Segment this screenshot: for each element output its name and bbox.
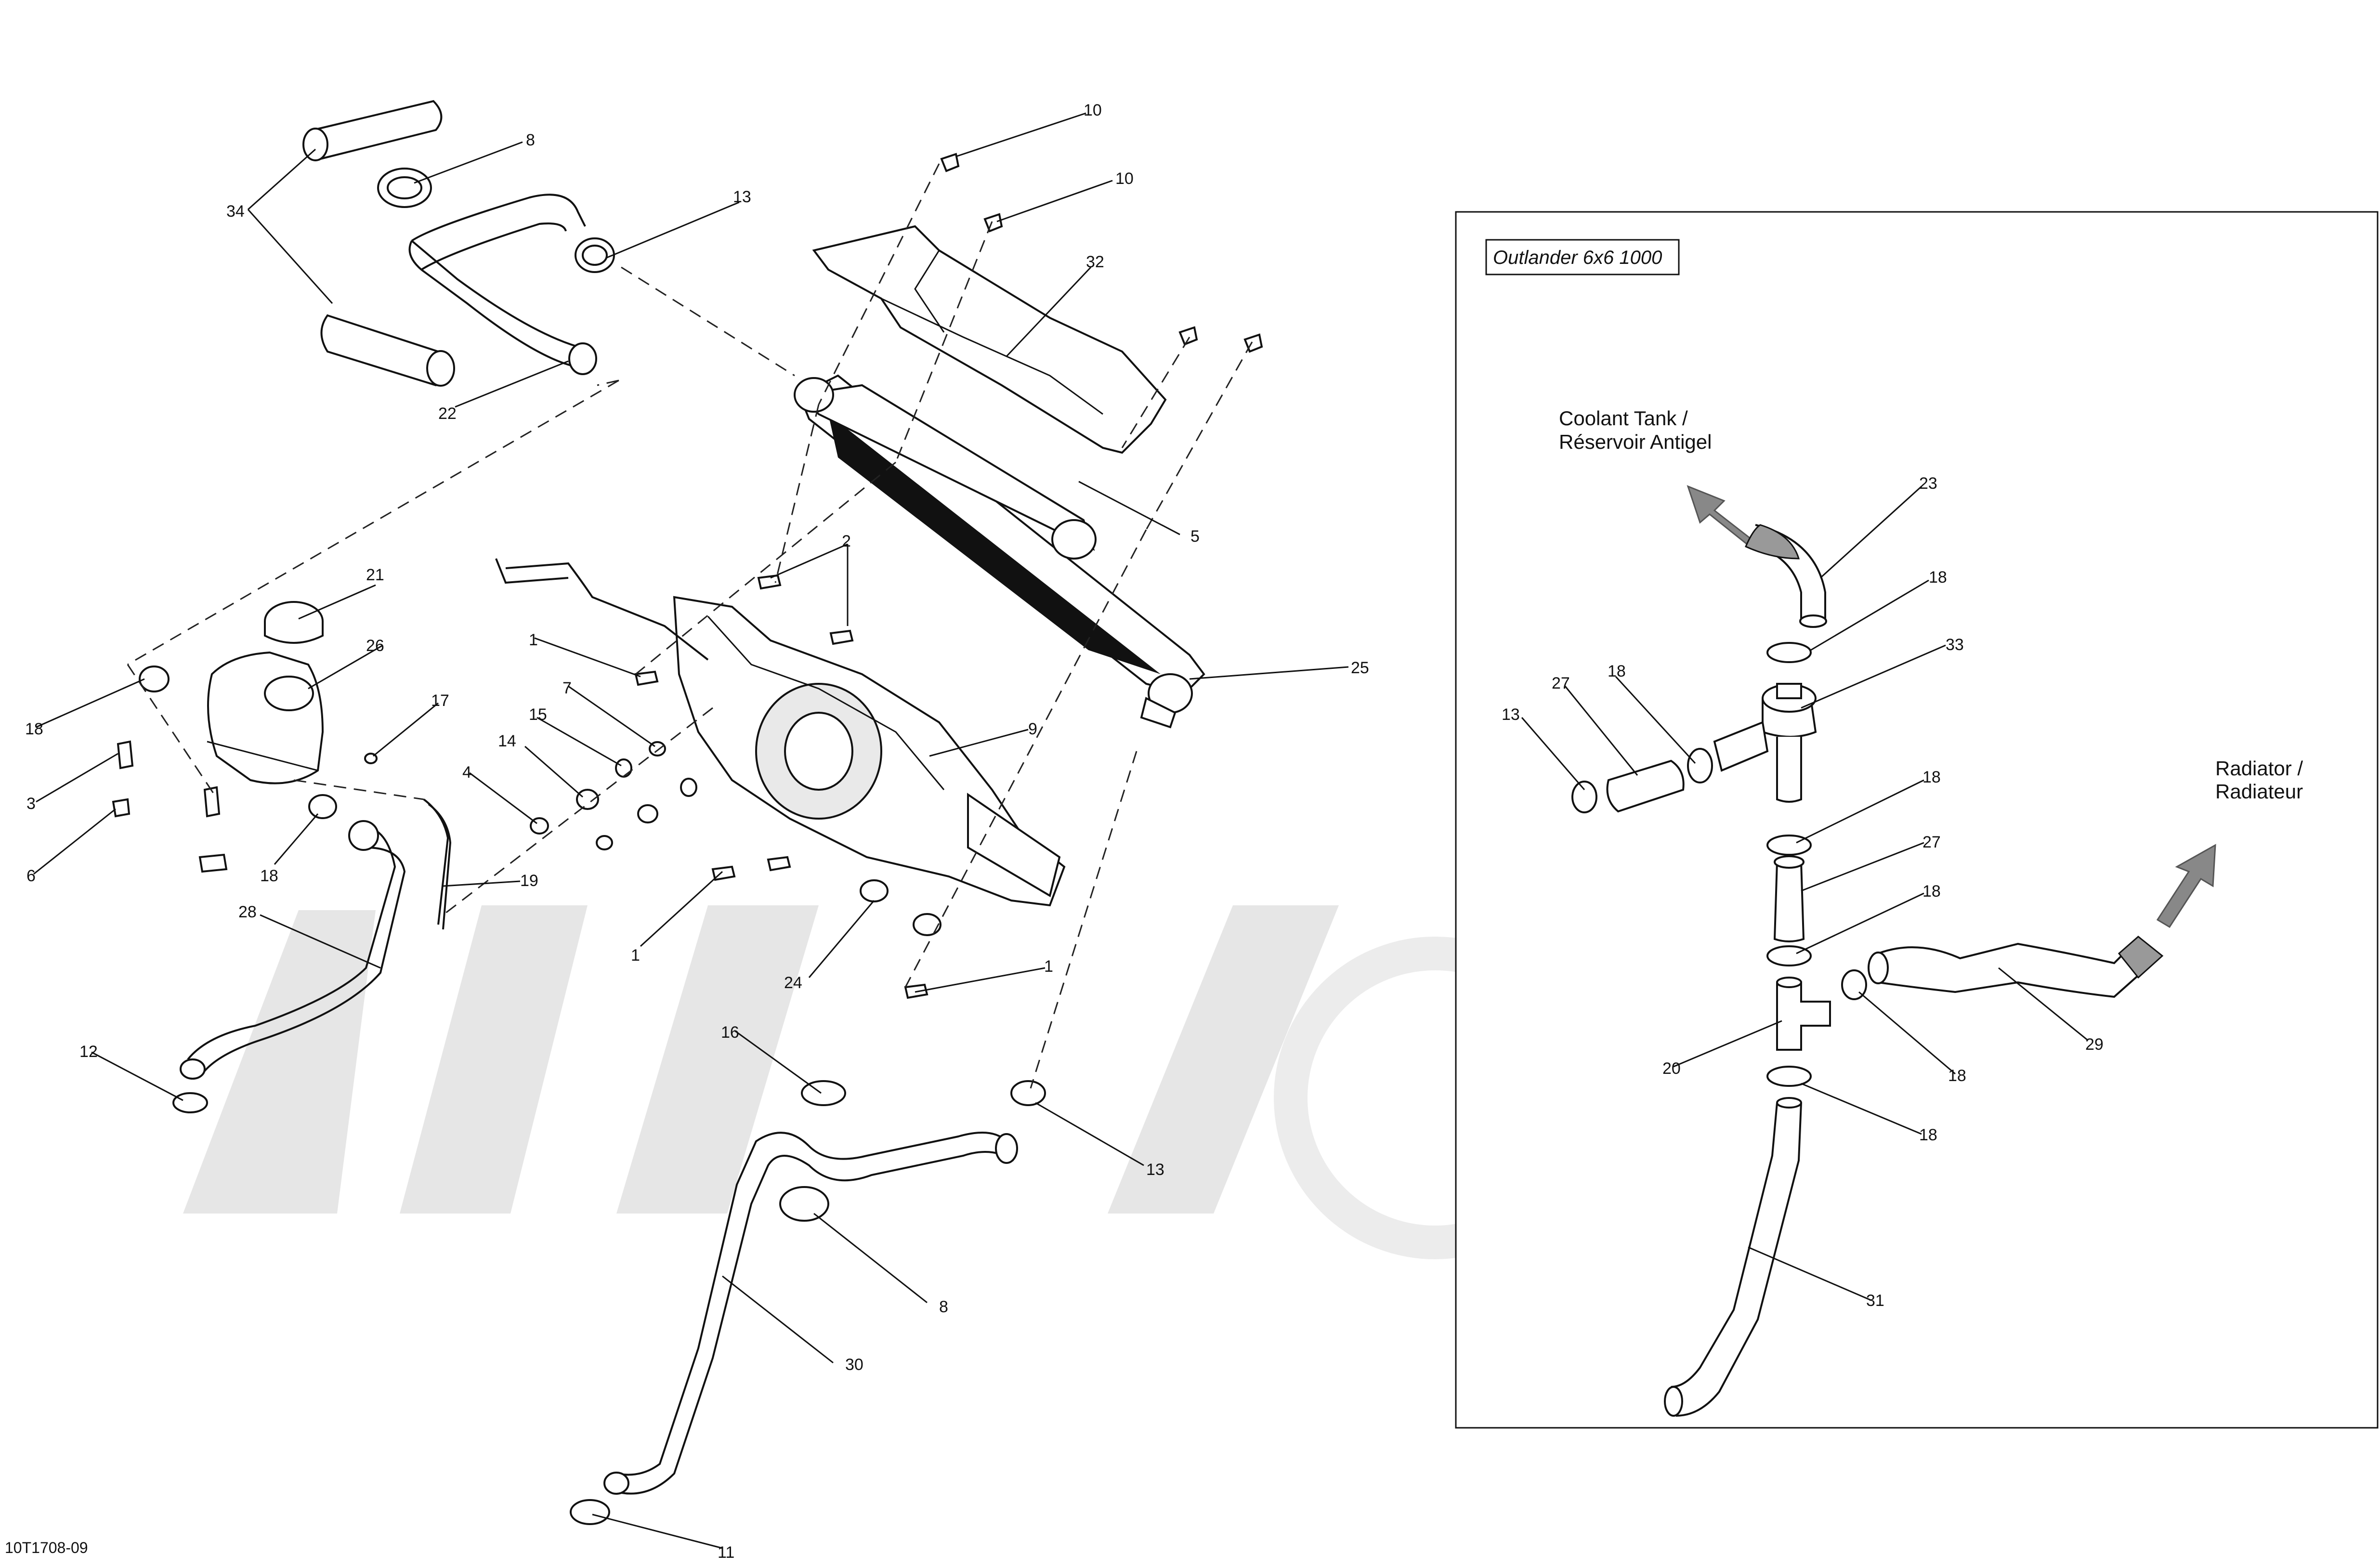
clamp-8-upper [377, 168, 432, 208]
callout-6: 6 [26, 867, 36, 885]
hose-28 [180, 820, 406, 1080]
callout-19: 19 [520, 872, 538, 890]
callout-18-inset-c: 18 [1922, 768, 1941, 786]
clip-6 [112, 798, 131, 818]
callout-8-lower: 8 [939, 1298, 948, 1316]
watermark [183, 905, 2328, 1259]
callout-29: 29 [2085, 1035, 2104, 1054]
arrow-to-coolant-tank [1687, 485, 1759, 550]
coolant-tank-note-line2: Réservoir Antigel [1559, 431, 1712, 453]
callout-18-tank: 18 [25, 720, 43, 738]
callout-4: 4 [462, 763, 471, 782]
callout-10-a: 10 [1084, 101, 1102, 119]
hose-19 [423, 798, 452, 930]
reference-code: 10T1708-09 [5, 1539, 88, 1556]
callout-27-left: 27 [1552, 674, 1570, 692]
callout-3: 3 [26, 795, 36, 813]
screw-1-a [634, 670, 659, 686]
radiator-25 [794, 374, 1205, 729]
callout-22: 22 [438, 405, 457, 423]
screw-1-b [711, 865, 736, 881]
callout-12: 12 [79, 1043, 98, 1061]
callout-5: 5 [1190, 527, 1200, 546]
nut-b [596, 835, 613, 850]
callout-2: 2 [842, 532, 851, 550]
callout-1-c: 1 [1044, 957, 1053, 976]
callout-31: 31 [1866, 1292, 1884, 1310]
callout-28: 28 [238, 903, 257, 921]
callout-20: 20 [1662, 1059, 1681, 1078]
clamp-18-b [308, 794, 337, 819]
clip-tank-b [198, 853, 228, 873]
clamp-13-lower [1010, 1080, 1046, 1106]
assembly-lines [127, 163, 1253, 1089]
callout-18-inset-a: 18 [1929, 568, 1947, 587]
clamp-18-tank [139, 666, 170, 692]
callout-24: 24 [784, 974, 802, 992]
spacer-15 [615, 758, 632, 778]
callout-10-b: 10 [1115, 170, 1134, 188]
bolt-10-a [940, 153, 960, 172]
callout-18-b: 18 [260, 867, 278, 885]
callout-9: 9 [1028, 720, 1037, 738]
damper-24 [860, 879, 889, 902]
radiator-note-line1: Radiator / [2215, 757, 2303, 780]
callout-7: 7 [562, 679, 572, 697]
callout-27-vertical: 27 [1922, 833, 1941, 851]
callout-numbers: 34 8 13 22 10 10 32 5 2 1 7 15 14 4 21 2… [25, 101, 1369, 1562]
coolant-tank-26 [207, 651, 324, 784]
clamp-11 [570, 1499, 610, 1525]
callout-25: 25 [1351, 659, 1369, 677]
callout-18-inset-d: 18 [1922, 882, 1941, 900]
callout-30: 30 [845, 1356, 863, 1374]
fan-shroud-9 [673, 596, 1066, 907]
callout-13-inset: 13 [1502, 705, 1520, 724]
bolt-10-b [983, 213, 1003, 233]
screw-2-a [757, 574, 782, 590]
clamp-8-lower [779, 1186, 829, 1222]
callout-1-b: 1 [631, 946, 640, 965]
hose-22 [408, 194, 597, 375]
grommet-b [637, 804, 658, 823]
callout-33: 33 [1946, 636, 1964, 654]
callout-32: 32 [1086, 253, 1104, 271]
clamp-12 [172, 1092, 208, 1113]
bolt-3 [117, 740, 134, 770]
damper-24-b [913, 913, 942, 936]
spacer-b [680, 778, 697, 797]
bolt-tank-b [203, 786, 221, 818]
callout-17: 17 [431, 692, 449, 710]
callout-18-inset-f: 18 [1919, 1126, 1937, 1144]
callout-34: 34 [226, 202, 245, 221]
screw-2-b [829, 629, 854, 645]
callout-13-lower: 13 [1146, 1161, 1164, 1179]
callout-1-a: 1 [529, 631, 538, 649]
callout-13-upper: 13 [733, 188, 751, 206]
grommet-14 [576, 789, 599, 810]
callout-15: 15 [529, 705, 547, 724]
callout-11: 11 [718, 1543, 734, 1562]
hose-30 [603, 1132, 1018, 1495]
radiator-note-line2: Radiateur [2215, 780, 2303, 803]
clamp-13-upper [575, 237, 615, 273]
leader-lines [33, 112, 1349, 1549]
coolant-tank-note-line1: Coolant Tank / [1559, 407, 1688, 430]
hose-34-upper [302, 100, 443, 161]
hose-34-lower [320, 314, 455, 387]
callout-18-inset-b: 18 [1608, 662, 1626, 680]
callout-14: 14 [498, 732, 516, 750]
arrow-to-radiator [2156, 844, 2216, 928]
screw-1-c [767, 856, 791, 872]
inset-title: Outlander 6x6 1000 [1493, 247, 1662, 268]
sensor-harness [495, 558, 709, 661]
callout-21: 21 [366, 566, 384, 584]
inset-panel: Outlander 6x6 1000 Coolant Tank / Réserv… [1455, 211, 2379, 1429]
cap-21 [264, 601, 324, 644]
callout-16: 16 [721, 1023, 739, 1042]
callout-26: 26 [366, 637, 384, 655]
callout-23: 23 [1919, 474, 1937, 493]
callout-18-inset-e: 18 [1948, 1067, 1966, 1085]
callout-8-upper: 8 [526, 131, 535, 149]
